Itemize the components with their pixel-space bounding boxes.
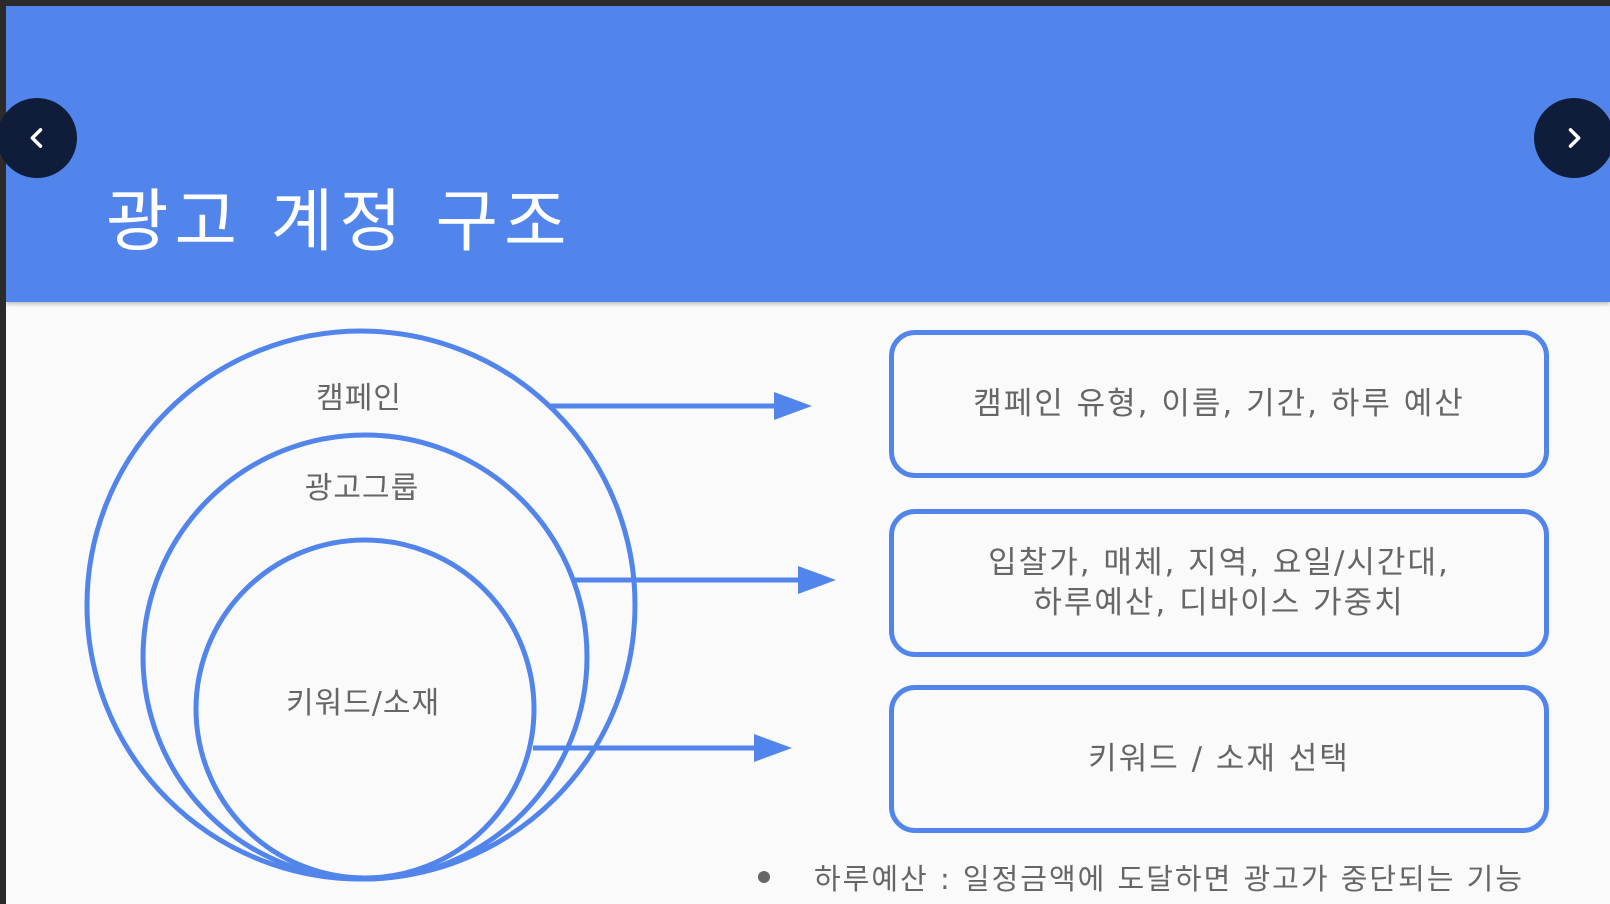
chevron-left-icon [30, 128, 43, 148]
box-line: 키워드 / 소재 선택 [1088, 741, 1350, 777]
previous-slide-button[interactable] [0, 98, 77, 178]
box-line: 캠페인 유형, 이름, 기간, 하루 예산 [973, 386, 1465, 422]
next-slide-button[interactable] [1534, 98, 1610, 178]
box-line: 입찰가, 매체, 지역, 요일/시간대, [988, 545, 1450, 581]
keyword-label: 키워드/소재 [286, 686, 440, 721]
ad-group-label: 광고그룹 [305, 471, 419, 506]
budget-note: 하루예산 : 일정금액에 도달하면 광고가 중단되는 기능 [758, 856, 1524, 898]
slide-header: 광고 계정 구조 [6, 6, 1610, 302]
box-line: 하루예산, 디바이스 가중치 [1033, 585, 1405, 621]
ad-group-settings-box: 입찰가, 매체, 지역, 요일/시간대, 하루예산, 디바이스 가중치 [889, 509, 1549, 657]
campaign-settings-box: 캠페인 유형, 이름, 기간, 하루 예산 [889, 330, 1549, 478]
budget-note-text: 하루예산 : 일정금액에 도달하면 광고가 중단되는 기능 [814, 862, 1525, 896]
account-structure-diagram: 캠페인 광고그룹 키워드/소재 [84, 328, 836, 882]
keyword-circle [193, 537, 537, 881]
arrow-ad-group [573, 566, 836, 594]
bullet-icon [758, 871, 770, 883]
slide-title: 광고 계정 구조 [106, 183, 573, 262]
arrow-keyword [533, 734, 792, 762]
keyword-settings-box: 키워드 / 소재 선택 [889, 685, 1549, 833]
chevron-right-icon [1568, 128, 1581, 148]
arrow-campaign [551, 392, 812, 420]
slide: 광고 계정 구조 캠페인 광고그룹 키워드/소재 [6, 6, 1610, 904]
campaign-label: 캠페인 [316, 381, 402, 416]
